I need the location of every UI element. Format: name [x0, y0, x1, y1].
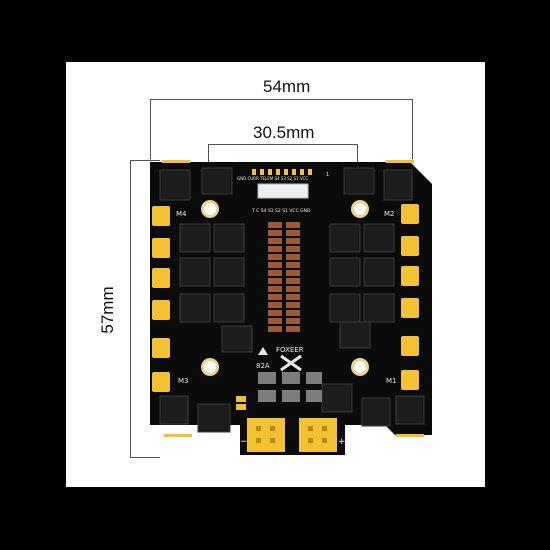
- capacitor-bank: [268, 222, 300, 332]
- width-dimension-line: [150, 99, 413, 100]
- shunt-resistors: [258, 372, 322, 402]
- mount-dimension-label: 30.5mm: [253, 123, 315, 142]
- power-pads: [247, 418, 337, 452]
- mounting-holes: [201, 200, 369, 376]
- height-dimension-tick-bottom: [130, 457, 160, 458]
- mosfets: [159, 167, 425, 433]
- height-dimension-line: [130, 160, 131, 458]
- edge-components: [162, 160, 424, 437]
- signal-connector: [252, 169, 312, 199]
- width-dimension-label: 54mm: [263, 77, 311, 96]
- width-dimension-tick-right: [412, 99, 413, 159]
- mount-dimension-tick-right: [357, 144, 358, 162]
- mount-dimension-tick-left: [208, 144, 209, 162]
- motor-pads-left: [152, 206, 170, 392]
- mount-dimension-line: [208, 144, 358, 145]
- height-dimension-tick-top: [130, 160, 160, 161]
- motor-pads-right: [401, 204, 419, 390]
- width-dimension-tick-left: [150, 99, 151, 159]
